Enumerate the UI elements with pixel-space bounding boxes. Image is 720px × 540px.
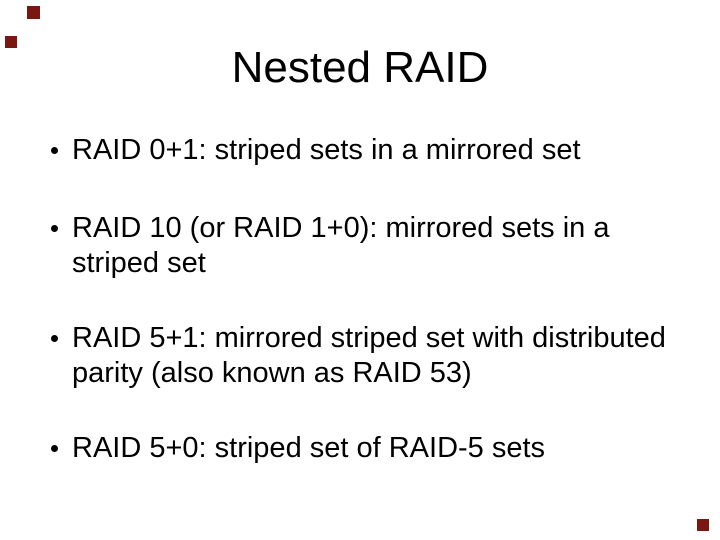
bullet-item-raid-0plus1: RAID 0+1: striped sets in a mirrored set <box>50 133 692 168</box>
bullet-item-raid-10: RAID 10 (or RAID 1+0): mirrored sets in … <box>50 211 692 281</box>
bullet-list: RAID 0+1: striped sets in a mirrored set… <box>50 133 692 506</box>
bullet-item-raid-5plus1: RAID 5+1: mirrored striped set with dist… <box>50 321 692 391</box>
bullet-dot-icon <box>51 147 58 154</box>
bullet-text-line1: RAID 5+0: striped set of RAID-5 sets <box>72 432 546 464</box>
bullet-dot-icon <box>51 225 58 232</box>
slide-title: Nested RAID <box>231 43 489 92</box>
bullet-text-line2: striped set <box>72 247 206 279</box>
corner-artifact-mark-bottom-right <box>697 519 709 531</box>
bullet-item-raid-5plus0: RAID 5+0: striped set of RAID-5 sets <box>50 431 692 466</box>
corner-artifact-mark-top-left-1 <box>27 6 40 19</box>
corner-artifact-mark-top-left-2 <box>5 36 17 48</box>
bullet-text-line1: RAID 10 (or RAID 1+0): mirrored sets in … <box>72 212 610 244</box>
bullet-text-line1: RAID 0+1: striped sets in a mirrored set <box>72 134 581 166</box>
bullet-dot-icon <box>51 445 58 452</box>
bullet-dot-icon <box>51 335 58 342</box>
bullet-text-line1: RAID 5+1: mirrored striped set with dist… <box>72 322 666 354</box>
bullet-text-line2: parity (also known as RAID 53) <box>72 357 472 389</box>
